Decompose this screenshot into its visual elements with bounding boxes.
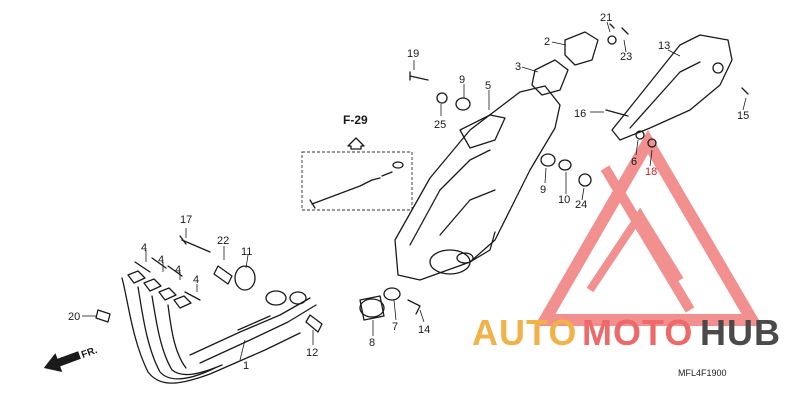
callout-1: 1 — [243, 360, 249, 372]
watermark-logo-icon — [534, 130, 763, 326]
callout-20: 20 — [68, 311, 80, 323]
callout-18: 18 — [645, 166, 657, 178]
callout-12: 12 — [306, 347, 318, 359]
callout-23: 23 — [620, 51, 632, 63]
callout-15: 15 — [737, 110, 749, 122]
up-arrow-icon — [347, 137, 365, 150]
callout-2: 2 — [544, 36, 550, 48]
callout-9: 9 — [459, 74, 465, 86]
watermark-moto: MOTO — [582, 312, 693, 353]
callout-4: 4 — [158, 254, 164, 266]
reference-label: F-29 — [343, 113, 368, 127]
leader-lines — [82, 21, 747, 361]
callout-22: 22 — [217, 235, 229, 247]
callout-4: 4 — [175, 264, 181, 276]
reference-box — [301, 151, 413, 211]
callout-7: 7 — [392, 321, 398, 333]
callout-8: 8 — [369, 337, 375, 349]
callout-11: 11 — [241, 246, 252, 258]
callout-5: 5 — [485, 80, 491, 92]
callout-16: 16 — [574, 108, 586, 120]
callout-6: 6 — [631, 156, 637, 168]
callout-13: 13 — [658, 40, 670, 52]
hardware — [95, 23, 749, 333]
callout-25: 25 — [434, 119, 446, 131]
reference-f29: F-29 — [301, 113, 413, 211]
watermark-hub: HUB — [700, 312, 781, 353]
front-arrow-icon — [43, 351, 81, 372]
callout-14: 14 — [418, 324, 430, 336]
callout-17: 17 — [180, 214, 192, 226]
front-label: FR. — [80, 345, 99, 361]
callout-24: 24 — [575, 199, 587, 211]
muffler — [394, 85, 561, 281]
diagram-code: MFL4F1900 — [678, 368, 727, 378]
callout-4: 4 — [141, 242, 147, 254]
watermark-text: AUTO MOTO HUB — [472, 312, 781, 353]
muffler-cover — [611, 34, 733, 141]
callout-21: 21 — [600, 12, 612, 24]
callout-labels: 1 2 3 4 4 4 4 5 6 7 8 9 9 10 11 12 13 14… — [68, 12, 749, 372]
callout-19: 19 — [407, 48, 419, 60]
callout-4: 4 — [193, 274, 199, 286]
watermark-auto: AUTO — [472, 312, 577, 353]
muffler-bracket — [531, 31, 599, 96]
callout-10: 10 — [558, 194, 570, 206]
callout-3: 3 — [515, 61, 521, 73]
front-direction: FR. — [43, 345, 99, 372]
stud-bolt — [309, 161, 404, 209]
callout-9: 9 — [540, 184, 546, 196]
exhaust-header-pipes — [121, 270, 317, 384]
